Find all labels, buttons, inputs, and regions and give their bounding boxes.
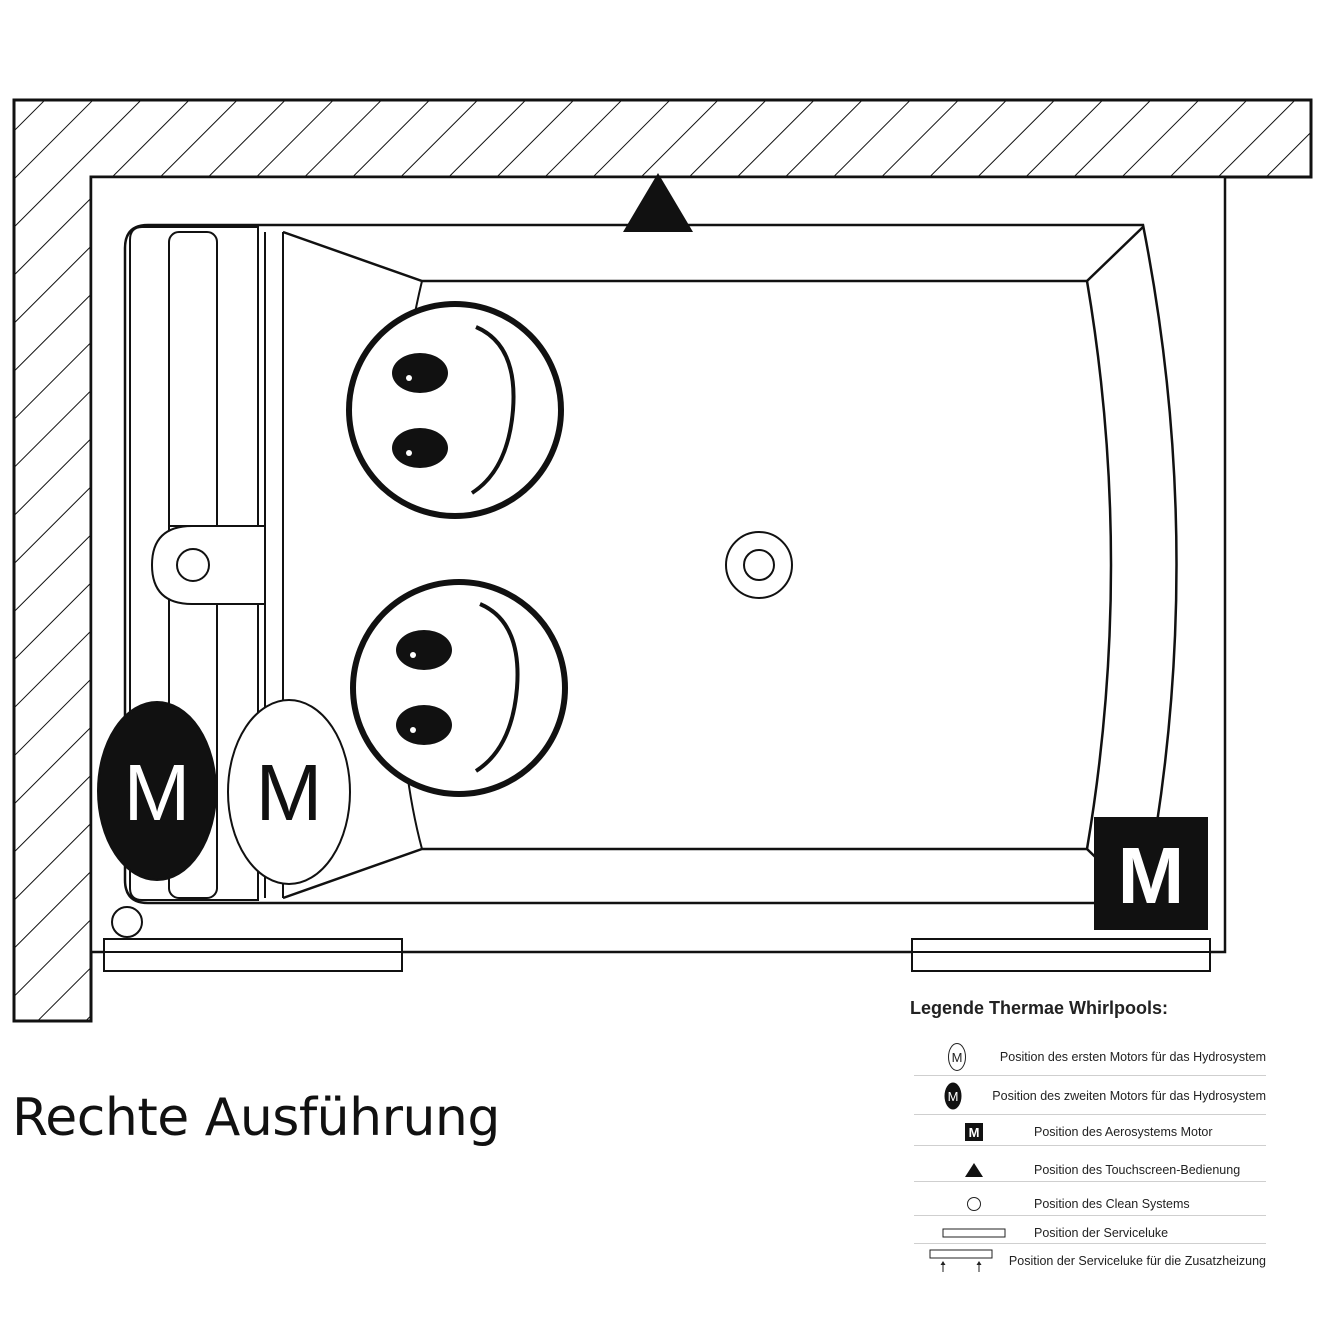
- drain: [725, 531, 793, 599]
- headrest-bar: [129, 226, 284, 901]
- motor-second-label: M: [124, 748, 191, 837]
- motor-second-icon: M: [914, 1081, 992, 1111]
- headrest-face-icon: [346, 301, 564, 519]
- legend-aerosystem-glyph: M: [969, 1125, 980, 1140]
- legend-item: Position der Serviceluke: [914, 1226, 1266, 1244]
- clean-system-circle-icon: [111, 906, 143, 938]
- legend-item-text: Position des ersten Motors für das Hydro…: [999, 1050, 1266, 1064]
- legend-item: Position des Clean Systems: [914, 1196, 1266, 1216]
- legend-motor-first-glyph: M: [952, 1050, 963, 1065]
- touchscreen-triangle-icon: [914, 1162, 1034, 1178]
- aerosystem-motor-label: M: [1118, 831, 1185, 920]
- legend-item: M Position des Aerosystems Motor: [914, 1122, 1266, 1146]
- aerosystem-motor-icon: M: [914, 1122, 1034, 1142]
- motor-second-icon: M: [97, 701, 217, 881]
- legend-item: M Position des zweiten Motors für das Hy…: [914, 1081, 1266, 1115]
- service-hatch-heating-icon: [914, 1248, 1009, 1274]
- legend-item-text: Position des Touchscreen-Bedienung: [1034, 1163, 1241, 1177]
- aerosystem-motor-icon: M: [1094, 817, 1208, 930]
- legend-item-text: Position der Serviceluke für die Zusatzh…: [1008, 1254, 1266, 1268]
- legend-item: Position des Touchscreen-Bedienung: [914, 1162, 1266, 1182]
- motor-first-icon: M: [914, 1042, 1000, 1072]
- legend-item-text: Position der Serviceluke: [1034, 1226, 1169, 1240]
- legend-motor-second-glyph: M: [948, 1089, 959, 1104]
- legend-item: M Position des ersten Motors für das Hyd…: [914, 1042, 1266, 1076]
- legend-item-text: Position des Aerosystems Motor: [1034, 1125, 1213, 1139]
- service-hatch-icon: [103, 938, 403, 972]
- legend-title: Legende Thermae Whirlpools:: [910, 998, 1169, 1018]
- legend-item-text: Position des Clean Systems: [1034, 1197, 1190, 1211]
- motor-first-icon: M: [227, 699, 351, 885]
- clean-system-circle-icon: [914, 1196, 1034, 1212]
- touchscreen-triangle-icon: [623, 173, 693, 232]
- legend-item-text: Position des zweiten Motors für das Hydr…: [992, 1089, 1266, 1103]
- service-hatch-icon: [911, 938, 1211, 972]
- service-hatch-icon: [914, 1228, 1034, 1238]
- legend-item: Position der Serviceluke für die Zusatzh…: [914, 1248, 1266, 1274]
- motor-first-label: M: [256, 748, 323, 837]
- legend: Legende Thermae Whirlpools: M Position d…: [910, 998, 1310, 1272]
- headrest-face-icon: [350, 579, 568, 797]
- variant-title: Rechte Ausführung: [12, 1088, 500, 1148]
